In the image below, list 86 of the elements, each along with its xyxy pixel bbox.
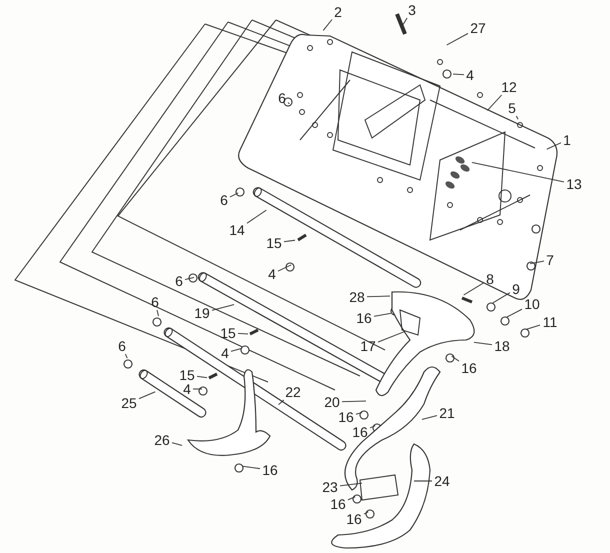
leader-line	[278, 264, 292, 272]
leader-line	[230, 348, 242, 352]
callout-number: 7	[545, 252, 555, 268]
callout-number: 21	[438, 405, 456, 421]
callout-number: 6	[219, 192, 229, 208]
callout-number: 16	[345, 511, 363, 527]
callout-number: 6	[174, 273, 184, 289]
callout-number: 23	[321, 479, 339, 495]
callout-number: 16	[355, 310, 373, 326]
leader-line	[364, 511, 369, 514]
leader-line	[414, 480, 432, 482]
leader-line	[184, 277, 194, 280]
callout-number: 12	[500, 79, 518, 95]
leader-line	[446, 33, 468, 46]
callout-number: 9	[511, 281, 521, 297]
callout-number: 15	[265, 235, 283, 251]
leader-line	[238, 333, 248, 334]
leader-line	[374, 312, 392, 317]
leader-line	[212, 304, 235, 311]
leader-line	[451, 356, 460, 362]
leader-line	[340, 482, 362, 486]
leader-line	[342, 400, 366, 402]
leader-line	[230, 192, 239, 198]
callout-number: 16	[351, 424, 369, 440]
leader-line	[278, 400, 284, 406]
callout-number: 8	[485, 271, 495, 287]
callout-number: 2	[333, 4, 343, 20]
leader-line	[472, 162, 564, 182]
callout-number: 25	[120, 395, 138, 411]
leader-line	[546, 142, 562, 150]
leader-line	[421, 415, 438, 420]
leader-line	[348, 496, 356, 500]
callout-number: 19	[193, 305, 211, 321]
callout-number: 28	[348, 289, 366, 305]
leader-line	[284, 240, 296, 242]
leader-line	[366, 296, 390, 298]
callout-number: 4	[220, 345, 230, 361]
callout-number: 1	[562, 132, 572, 148]
callout-number: 16	[460, 360, 478, 376]
callout-number: 13	[565, 176, 583, 192]
callout-number: 5	[507, 100, 517, 116]
leader-line	[474, 342, 492, 346]
leader-line	[356, 412, 363, 415]
callout-number: 17	[359, 338, 377, 354]
leader-line	[506, 308, 522, 318]
leader-line	[492, 292, 510, 304]
callout-number: 4	[267, 266, 277, 282]
callout-number: 10	[523, 296, 541, 312]
leader-line	[463, 282, 484, 296]
leader-line	[525, 324, 540, 330]
leader-line	[124, 354, 128, 359]
leader-line	[288, 102, 290, 104]
callout-number: 6	[117, 338, 127, 354]
callout-number: 27	[469, 20, 487, 36]
callout-number: 18	[493, 338, 511, 354]
callout-number: 16	[337, 409, 355, 425]
leader-line	[452, 74, 464, 76]
leader-line	[370, 425, 376, 428]
leader-line	[378, 331, 405, 342]
callout-number: 4	[465, 67, 475, 83]
callout-number: 6	[150, 294, 160, 310]
leader-line	[486, 94, 502, 111]
leader-line	[322, 19, 332, 31]
callout-number: 24	[433, 473, 451, 489]
callout-number: 15	[219, 325, 237, 341]
leader-line	[402, 18, 408, 27]
callout-number: 22	[284, 384, 302, 400]
leader-line	[138, 391, 156, 400]
callout-number: 4	[182, 381, 192, 397]
leader-line	[246, 210, 267, 224]
callout-number: 3	[407, 2, 417, 18]
callout-number: 26	[153, 432, 171, 448]
callout-number: 15	[178, 367, 196, 383]
leader-line	[172, 442, 183, 446]
leader-line	[516, 116, 518, 120]
callout-number: 6	[277, 90, 287, 106]
callout-number: 16	[261, 462, 279, 478]
callout-number: 20	[323, 394, 341, 410]
callout-number: 16	[329, 496, 347, 512]
callout-number: 14	[228, 222, 246, 238]
callout-number: 11	[542, 314, 558, 330]
leader-line	[156, 310, 159, 316]
leader-line	[530, 260, 544, 264]
leader-line	[242, 466, 260, 470]
leader-line	[196, 376, 208, 378]
leader-line	[192, 388, 202, 390]
